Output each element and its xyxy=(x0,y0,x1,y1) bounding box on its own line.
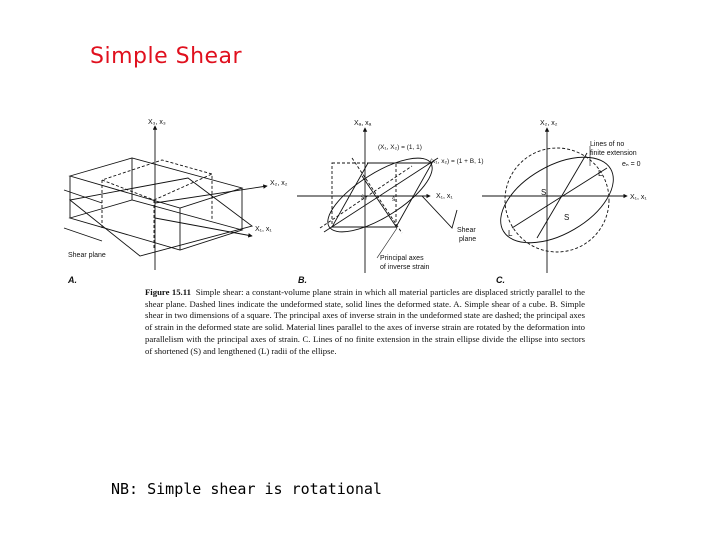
label-b-plane: plane xyxy=(459,236,476,243)
caption-title: Simple shear: xyxy=(195,287,244,297)
label-c-l2: L xyxy=(508,229,513,238)
shear-plane-line xyxy=(297,195,458,229)
x2-axis xyxy=(154,184,268,204)
label-c-x1: X₁, x₁ xyxy=(630,194,647,201)
panel-a-label: A. xyxy=(67,275,77,285)
label-c-lines2: finite extension xyxy=(590,150,637,157)
panel-c-drawing xyxy=(482,127,628,273)
footnote: NB: Simple shear is rotational xyxy=(111,480,382,498)
panel-b-drawing xyxy=(297,127,458,273)
label-c-x2: X₂, x₂ xyxy=(540,120,558,127)
simple-shear-figure: X₃, x₃ X₂, x₂ X₁, x₁ Shear plane A. Xₐ, … xyxy=(62,108,662,288)
label-c-en: eₙ = 0 xyxy=(622,161,641,168)
undeformed-cube xyxy=(101,159,213,248)
label-c-l1: L xyxy=(598,169,603,178)
panel-c-label: C. xyxy=(496,275,505,285)
unit-circle xyxy=(504,147,610,253)
label-b-point1: (X₁, X₂) = (1, 1) xyxy=(378,144,422,151)
label-c-s1: S xyxy=(541,188,546,197)
figure-drawing: X₃, x₃ X₂, x₂ X₁, x₁ Shear plane A. Xₐ, … xyxy=(63,119,647,285)
panel-a-drawing xyxy=(63,125,268,270)
panel-b-label: B. xyxy=(298,275,307,285)
label-a-shear-plane: Shear plane xyxy=(68,252,106,259)
label-a-x1: X₁, x₁ xyxy=(255,226,272,233)
caption-label: Figure 15.11 xyxy=(145,287,191,297)
label-b-axes2: of inverse strain xyxy=(380,264,430,271)
caption-text: a constant-volume plane strain in which … xyxy=(145,287,585,356)
x1-axis xyxy=(154,217,253,238)
label-b-axes1: Principal axes xyxy=(380,255,424,262)
strain-ellipse-c xyxy=(500,156,614,244)
figure-caption: Figure 15.11 Simple shear: a constant-vo… xyxy=(145,287,585,357)
no-extension-line-2 xyxy=(536,152,588,239)
label-a-x2: X₂, x₂ xyxy=(270,180,288,187)
label-c-lines1: Lines of no xyxy=(590,141,624,148)
label-b-shear: Shear xyxy=(457,227,476,234)
label-b-point2: (x₁, x₂) = (1 + B, 1) xyxy=(430,158,483,165)
label-b-s3: ŝ₃ xyxy=(361,194,367,201)
label-b-xa: Xₐ, xₐ xyxy=(354,120,372,127)
deformed-cube xyxy=(68,157,244,251)
label-b-s1: ŝ₁ xyxy=(392,196,398,203)
strain-ellipse-b xyxy=(327,157,433,233)
label-c-s2: S xyxy=(564,213,569,222)
label-b-x1: X₁, x₁ xyxy=(436,193,453,200)
shear-plane-base xyxy=(68,177,254,257)
slide-title: Simple Shear xyxy=(90,44,243,69)
label-a-x3: X₃, x₃ xyxy=(148,119,166,126)
no-extension-line-1 xyxy=(511,167,608,229)
